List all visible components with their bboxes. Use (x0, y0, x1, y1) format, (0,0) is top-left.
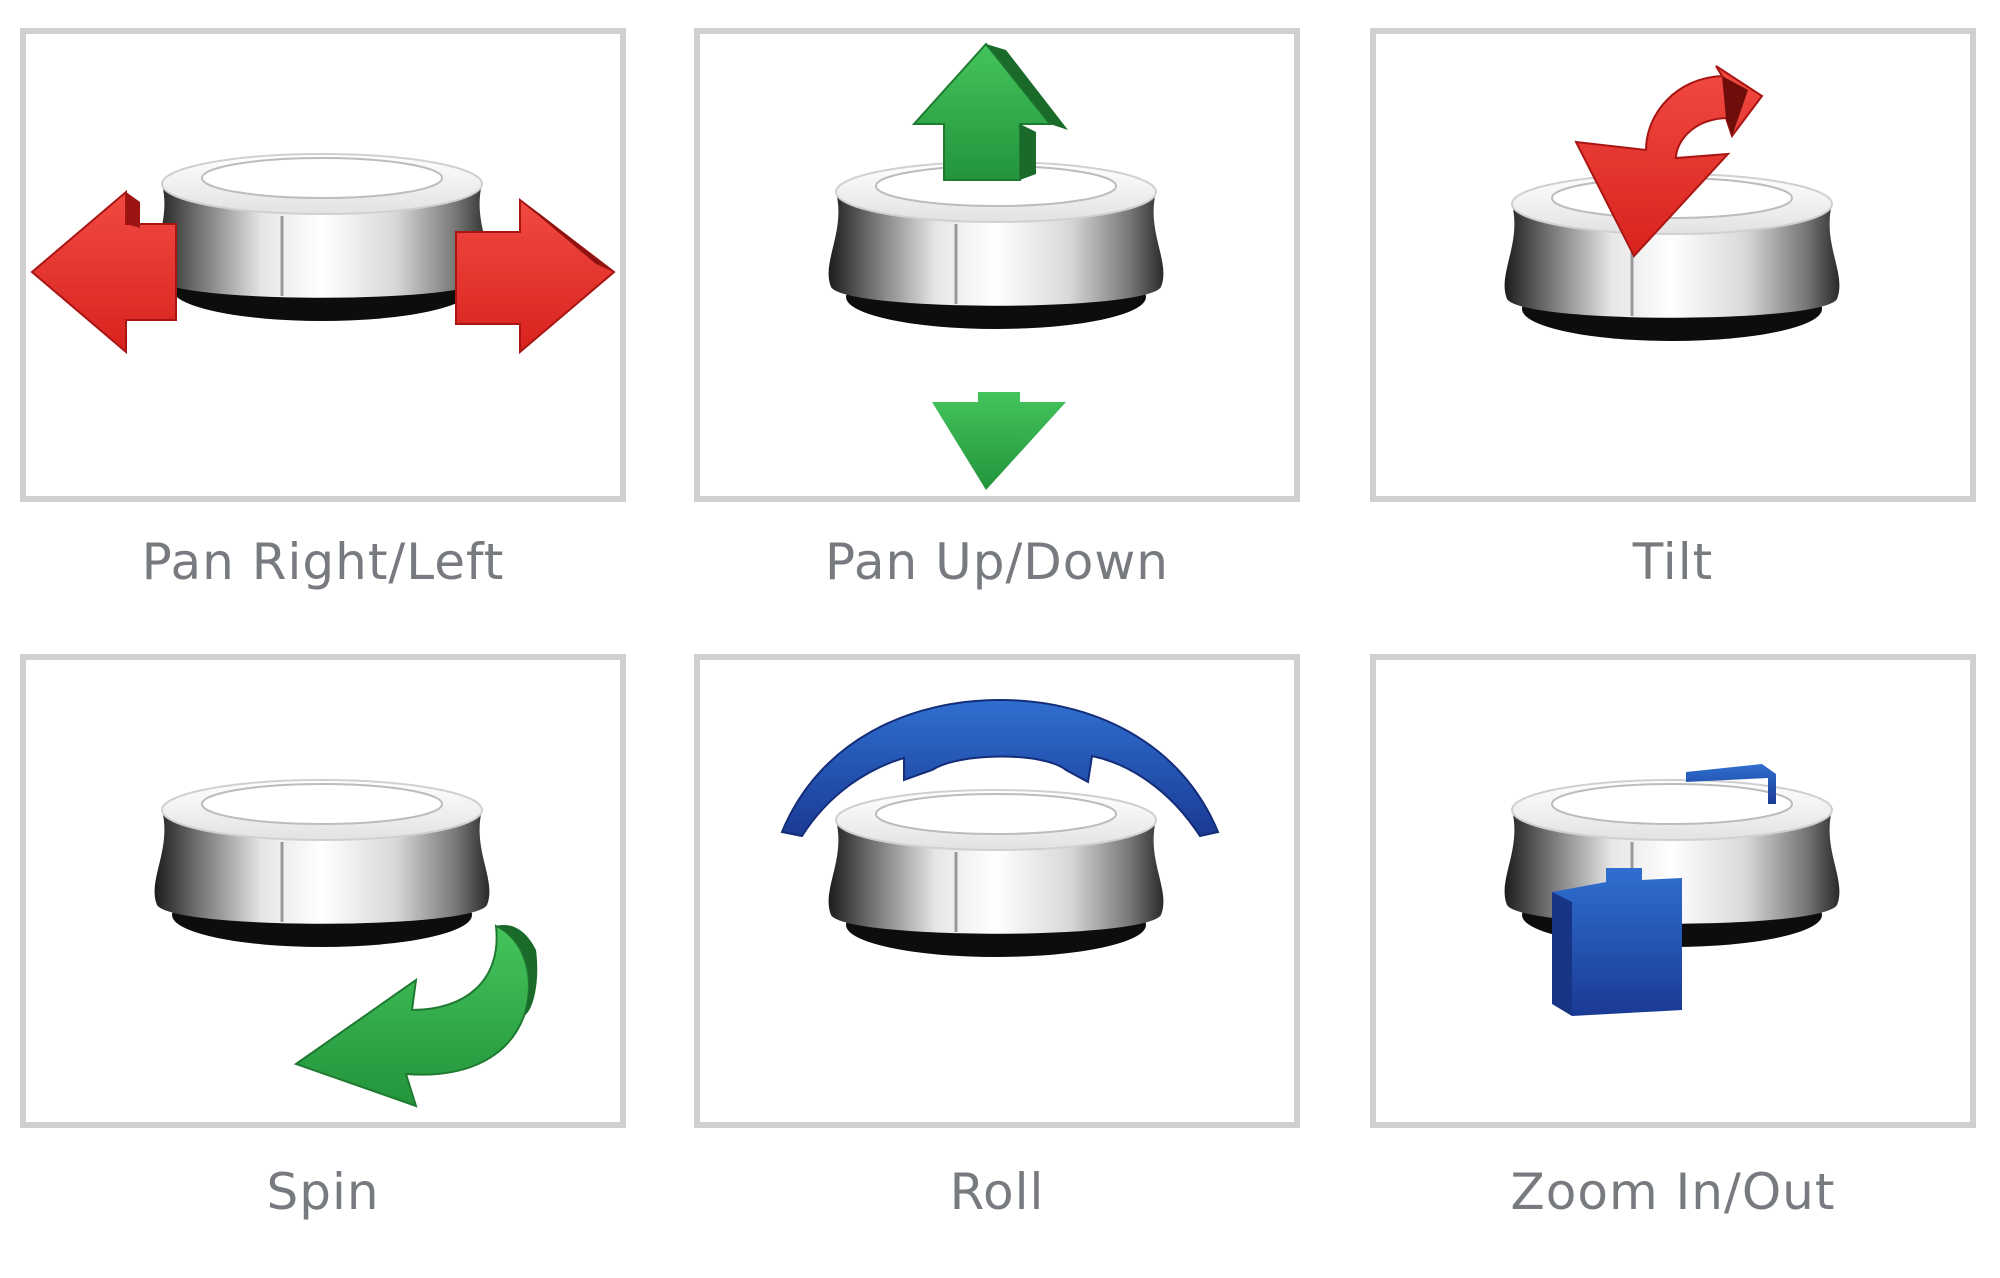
caption-pan-up-down: Pan Up/Down (825, 533, 1169, 591)
pan-right-left-arrows-icon (30, 152, 616, 355)
caption-pan-right-left: Pan Right/Left (141, 533, 505, 591)
panel-pan-up-down (694, 28, 1300, 502)
panel-zoom-in-out (1370, 654, 1976, 1128)
panel-pan-right-left (20, 28, 626, 502)
caption-spin: Spin (266, 1163, 380, 1221)
zoom-in-out-arrow-icon (1503, 764, 1841, 1016)
caption-tilt: Tilt (1632, 533, 1714, 591)
panel-tilt (1370, 28, 1976, 502)
panel-spin (20, 654, 626, 1128)
caption-roll: Roll (949, 1163, 1045, 1221)
roll-arc-arrow-icon (780, 698, 1220, 959)
caption-zoom-in-out: Zoom In/Out (1510, 1163, 1836, 1221)
panel-roll (694, 654, 1300, 1128)
tilt-arrow-icon (1503, 65, 1841, 343)
spin-arrow-icon (153, 778, 538, 1108)
pan-up-down-arrows-icon (827, 42, 1165, 490)
